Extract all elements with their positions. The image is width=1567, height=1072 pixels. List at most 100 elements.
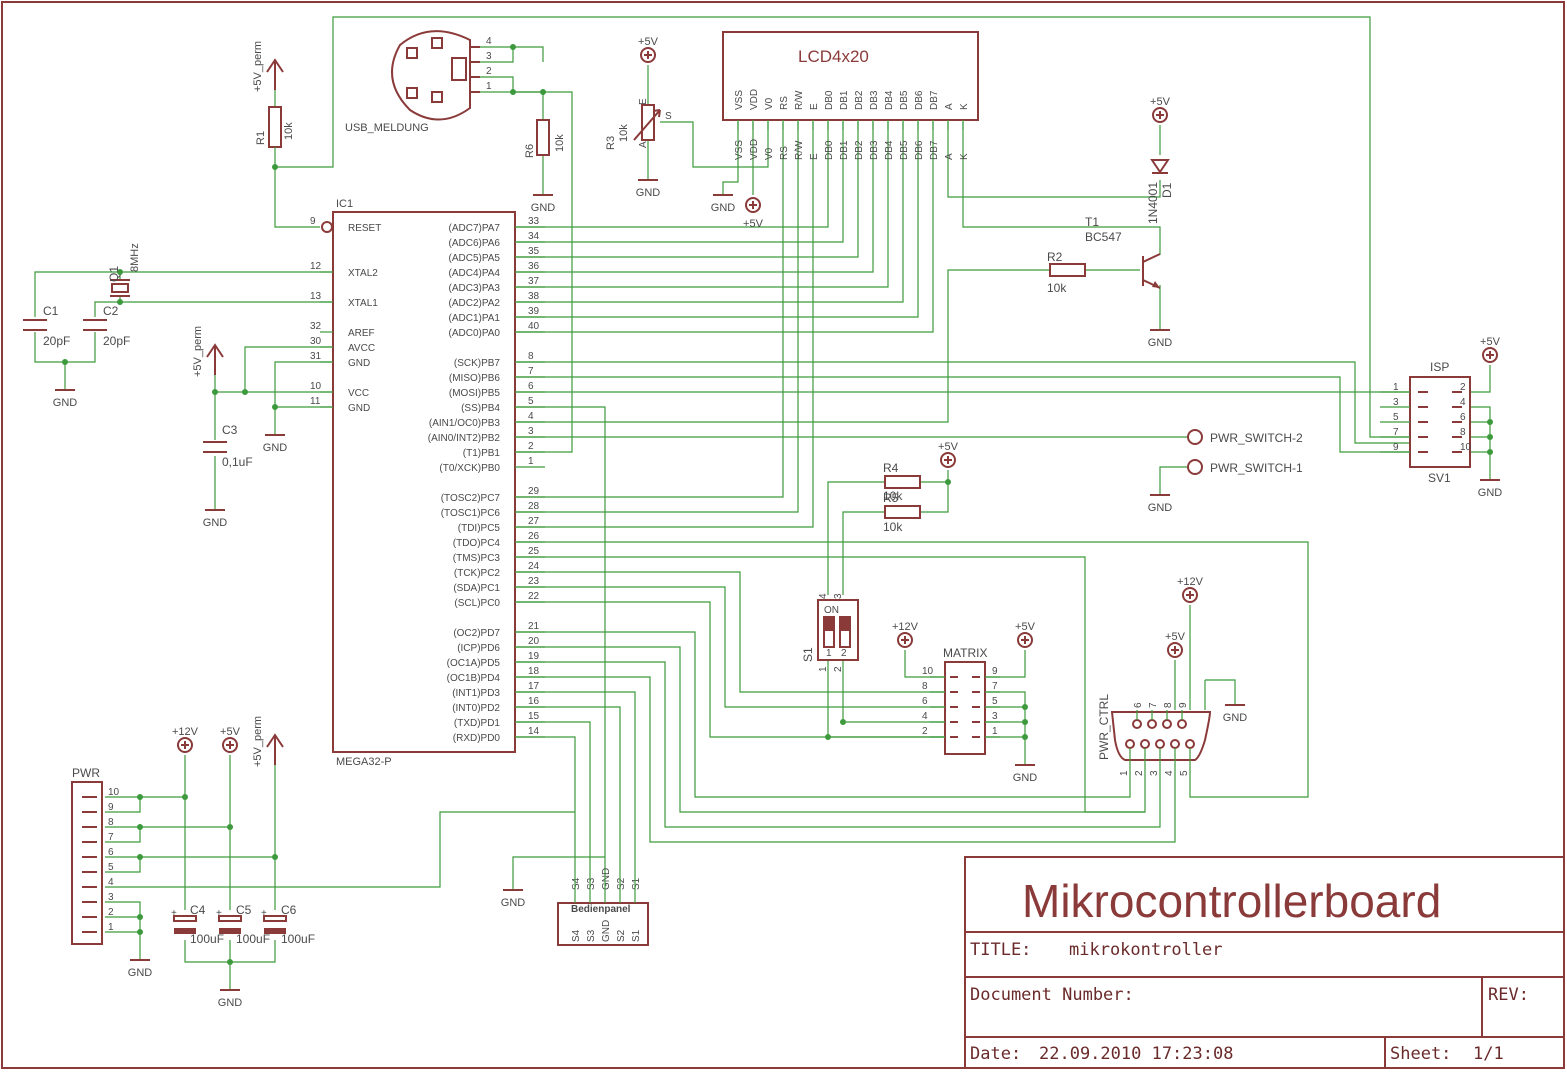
- ic1-pin-name: (ADC1)PA1: [449, 313, 501, 324]
- ic1-pin-name: (ADC6)PA6: [449, 238, 501, 249]
- ic1-pin-num: 3: [528, 426, 534, 437]
- c3-value: 0,1uF: [222, 455, 253, 469]
- capacitor-c2[interactable]: C2 20pF: [83, 304, 130, 348]
- transistor-t1[interactable]: T1 BC547: [1085, 215, 1161, 289]
- matrix-pin-num: 7: [992, 681, 998, 692]
- ic1-pin-num: 37: [528, 276, 540, 287]
- pwr-pin-num: 9: [108, 802, 114, 813]
- resistor-r2[interactable]: R2 10k: [1047, 250, 1086, 295]
- capacitor-c4[interactable]: C4 100uF +: [171, 903, 224, 946]
- lcd-display[interactable]: LCD4x20 VSSVSSVDDVDDV0V0RSRSR/WR/WEEDB0D…: [722, 31, 979, 160]
- supply-label: +5V: [743, 218, 764, 230]
- ic1-pin-num: 26: [528, 531, 540, 542]
- r1-ref: R1: [255, 131, 267, 145]
- supply-symbol: [640, 47, 656, 63]
- bedienpanel-pin-label: S1: [631, 929, 642, 942]
- resistor-r5[interactable]: R5 10k: [883, 491, 921, 534]
- lcd-pin-label: VSS: [734, 90, 745, 110]
- supply-label: +5V: [220, 726, 241, 738]
- matrix-pin-num: 9: [992, 666, 998, 677]
- capacitor-c6[interactable]: C6 100uF +: [261, 903, 315, 946]
- capacitor-c5[interactable]: C5 100uF +: [216, 903, 270, 946]
- pwr-pin-num: 10: [108, 787, 120, 798]
- resistor-r4[interactable]: R4 10k: [883, 461, 921, 503]
- supply-label: +5V_perm: [252, 716, 264, 767]
- ic1-pin-num: 27: [528, 516, 540, 527]
- capacitor-c1[interactable]: C1 20pF: [23, 304, 70, 348]
- ic1-pin-num: 40: [528, 321, 540, 332]
- title-block-heading: Mikrocontrollerboard: [1022, 875, 1441, 927]
- ic1-pin-name: (RXD)PD0: [453, 733, 501, 744]
- ic1-pin-num: 33: [528, 216, 540, 227]
- supply-symbol: [1152, 107, 1168, 123]
- r3-ref: R3: [605, 136, 617, 150]
- r3-pin-e: E: [638, 98, 649, 105]
- gnd-label: GND: [1478, 487, 1503, 499]
- matrix-pin-num: 3: [992, 711, 998, 722]
- lcd-pins: VSSVSSVDDVDDV0V0RSRSR/WR/WEEDB0DB0DB1DB1…: [734, 89, 970, 160]
- ic1-pin-num: 4: [528, 411, 534, 422]
- rev-label: REV:: [1488, 985, 1529, 1005]
- r5-ref: R5: [883, 491, 899, 505]
- title-block: Mikrocontrollerboard TITLE: mikrokontrol…: [964, 856, 1565, 1069]
- bedienpanel-pin-top: S3: [586, 877, 597, 890]
- c2-value: 20pF: [103, 334, 130, 348]
- potentiometer-r3[interactable]: R3 10k A E S: [605, 98, 672, 150]
- dip-switch-s1[interactable]: ON S1 4 3 1 2 1 2: [801, 593, 859, 672]
- gnd-label: GND: [1148, 337, 1173, 349]
- isp-pin-num: 9: [1393, 442, 1399, 453]
- lcd-pin-label: DB5: [899, 90, 910, 110]
- lcd-pin-label: A: [944, 103, 955, 110]
- pwr-switch-1-pad[interactable]: PWR_SWITCH-1: [1187, 459, 1303, 475]
- ic1-pin-name: GND: [348, 403, 370, 414]
- capacitor-c3[interactable]: C3 0,1uF: [203, 423, 253, 469]
- diode-d1[interactable]: D1 1N4001: [1146, 159, 1174, 224]
- lcd-pin-label: DB1: [839, 90, 850, 110]
- ic1-left-pins: 9RESET12XTAL213XTAL132AREF30AVCC31GND10V…: [310, 216, 381, 414]
- sheet-label: Sheet:: [1390, 1044, 1451, 1064]
- ic1-pin-name: (TOSC1)PC6: [441, 508, 501, 519]
- lcd-pin-net: K: [959, 153, 970, 160]
- sv1-label: SV1: [1428, 471, 1451, 485]
- gnd-label: GND: [203, 517, 228, 529]
- isp-pin-num: 8: [1460, 427, 1466, 438]
- ic1-mega32[interactable]: IC1 MEGA32-P 9RESET12XTAL213XTAL132AREF3…: [310, 198, 545, 768]
- ic1-value: MEGA32-P: [336, 756, 392, 768]
- matrix-label: MATRIX: [943, 646, 987, 660]
- ic1-pin-num: 30: [310, 336, 322, 347]
- pwr-switch-2-pad[interactable]: PWR_SWITCH-2: [1187, 429, 1303, 445]
- usb-pin-num: 2: [486, 66, 492, 77]
- supply-symbol: [1482, 347, 1498, 363]
- ic1-pin-name: (OC1B)PD4: [447, 673, 501, 684]
- supply-label: +5V: [1480, 336, 1501, 348]
- ic1-pin-num: 12: [310, 261, 322, 272]
- isp-pin-num: 3: [1393, 397, 1399, 408]
- supply-label: +12V: [892, 621, 919, 633]
- c1-value: 20pF: [43, 334, 70, 348]
- resistor-r1[interactable]: R1 10k: [255, 106, 295, 167]
- ic1-pin-name: (T1)PB1: [463, 448, 501, 459]
- ic1-pin-num: 28: [528, 501, 540, 512]
- lcd-pin-net: DB4: [884, 140, 895, 160]
- crystal-q1[interactable]: Q1 8MHz: [107, 243, 141, 297]
- ic1-pin-num: 11: [310, 396, 321, 407]
- resistor-r6[interactable]: R6 10k: [524, 119, 566, 158]
- ic1-pin-name: (TDO)PC4: [453, 538, 501, 549]
- pwr-pin-num: 6: [108, 847, 114, 858]
- pwr-pin-num: 2: [108, 907, 114, 918]
- s1-ref: S1: [801, 647, 815, 662]
- dsub-pin-num: 2: [1134, 770, 1145, 776]
- ic1-pin-name: AVCC: [348, 343, 375, 354]
- supply-label: +12V: [1177, 576, 1204, 588]
- r6-ref: R6: [524, 144, 536, 158]
- ic1-pin-name: RESET: [348, 223, 381, 234]
- ic1-pin-name: (MISO)PB6: [449, 373, 501, 384]
